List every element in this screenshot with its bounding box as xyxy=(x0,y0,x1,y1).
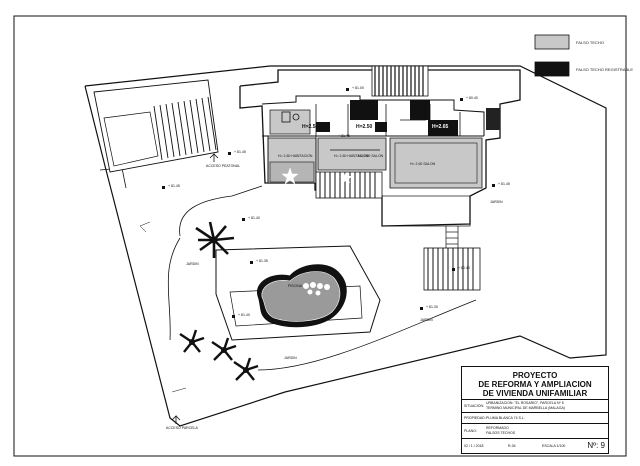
room-label: H= 2.60 SALON xyxy=(358,154,384,158)
garden-label: JARDIN xyxy=(284,356,297,360)
tree-symbols xyxy=(139,221,187,393)
ceiling-registrable-3 xyxy=(428,120,458,136)
plano-row: PLANO: REFORMADO FALSOS TECHOS xyxy=(462,423,608,438)
legend-label-falso-techo-registrable: FALSO TECHO REGISTRABLE xyxy=(576,67,634,72)
exterior-steps xyxy=(381,195,471,248)
sheet-number: Nº: 9 xyxy=(587,441,605,450)
legend-swatch-falso-techo-registrable xyxy=(534,61,570,77)
ceiling-registrable-1 xyxy=(350,100,378,120)
palm-tree-1 xyxy=(195,221,235,258)
ceiling-registrable-6 xyxy=(486,108,500,130)
situacion-value-2: TERMINO MUNICIPAL DE MARBELLA (MALAGA) xyxy=(486,406,565,410)
level-label: + 81.45 xyxy=(338,134,350,138)
title-block: PROYECTO DE REFORMA Y AMPLIACION DE VIVI… xyxy=(461,366,609,454)
lower-pergola xyxy=(315,171,383,199)
situacion-row: SITUACION: URBANIZACION: "EL ROSARIO", P… xyxy=(462,399,608,412)
situacion-value-1: URBANIZACION: "EL ROSARIO", PARCELA Nº 5 xyxy=(486,401,564,405)
scale-value: ESCALA 1/100 xyxy=(542,444,566,448)
level-markers xyxy=(162,88,495,318)
access-parcela-arrow xyxy=(171,415,181,424)
ceiling-room-salon xyxy=(389,137,483,189)
level-label: + 81.45 xyxy=(234,150,246,154)
garden-label: JARDIN xyxy=(420,318,433,322)
plano-value-1: REFORMADO xyxy=(486,426,509,430)
level-label: + 81.45 xyxy=(168,184,180,188)
level-label: + 81.00 xyxy=(352,86,364,90)
access-parcela-label: ACCESO PARCELA xyxy=(166,426,198,430)
access-peatonal-arrow xyxy=(209,153,219,162)
plano-label: PLANO: xyxy=(464,429,477,433)
sheet-code: R-04 xyxy=(508,444,516,448)
ceiling-registrable-4 xyxy=(316,122,330,132)
ceiling-registrable-2 xyxy=(410,100,430,120)
project-title-line-1: PROYECTO xyxy=(512,371,558,380)
ceiling-room-bedroom-2 xyxy=(317,137,387,171)
room-label: H= 2.60 HABITACION xyxy=(278,154,313,158)
garden-path-left xyxy=(167,237,181,341)
palm-tree-4 xyxy=(233,357,259,381)
top-pergola xyxy=(371,65,429,97)
level-label: + 81.40 xyxy=(238,313,250,317)
palm-tree-2 xyxy=(179,329,205,353)
level-label: + 81.40 xyxy=(248,216,260,220)
level-label: + 81.35 xyxy=(256,259,268,263)
room-height-label: H=2.50 xyxy=(302,124,319,130)
ceiling-room-bedroom-1-lower xyxy=(269,161,315,183)
legend-swatch-falso-techo xyxy=(534,34,570,50)
garden-label: JARDIN xyxy=(490,200,503,204)
project-title-line-2: DE REFORMA Y AMPLIACION xyxy=(478,380,592,389)
room-label: H= 2.60 SALON xyxy=(410,162,436,166)
level-label: + 80.40 xyxy=(458,266,470,270)
garden-path-top xyxy=(179,185,263,237)
footer-row: 02 / 1 / 2018 R-04 ESCALA 1/100 Nº: 9 xyxy=(462,438,608,453)
legend-label-falso-techo: FALSO TECHO xyxy=(576,40,604,45)
level-label: + 81.45 xyxy=(498,182,510,186)
ceiling-registrable-5 xyxy=(375,122,387,132)
plano-value-2: FALSOS TECHOS xyxy=(486,431,516,435)
access-peatonal-label: ACCESO PEATONAL xyxy=(206,164,241,168)
pool-label: PISCINA xyxy=(288,284,303,288)
room-label: H= 2.60 HABITACION xyxy=(334,154,369,158)
propiedad-row: PROPIEDAD: PLUMA BLANCA 74 S.L. xyxy=(462,412,608,423)
room-height-label: H=2.65 xyxy=(432,124,449,130)
star-marker-icon-2 xyxy=(340,172,352,183)
interior-walls xyxy=(267,104,461,183)
propiedad-label: PROPIEDAD: xyxy=(464,416,486,420)
parking-structure xyxy=(93,79,219,173)
situacion-label: SITUACION: xyxy=(464,404,485,408)
garden-label: JARDIN xyxy=(186,262,199,266)
date-value: 02 / 1 / 2018 xyxy=(464,444,484,448)
sheet-frame xyxy=(13,15,627,457)
plot-boundary xyxy=(84,65,607,427)
project-title-line-3: DE VIVIENDA UNIFAMILIAR xyxy=(482,389,588,398)
room-height-label: H=2.50 xyxy=(356,124,373,130)
ceiling-room-salon-inner xyxy=(394,142,478,184)
garden-path-bottom xyxy=(257,299,477,371)
pool-steps xyxy=(303,282,330,296)
project-title: PROYECTO DE REFORMA Y AMPLIACION DE VIVI… xyxy=(462,371,608,398)
palm-tree-3 xyxy=(211,337,237,361)
level-label: + 80.40 xyxy=(466,96,478,100)
propiedad-value: PLUMA BLANCA 74 S.L. xyxy=(486,416,525,420)
level-label: + 81.30 xyxy=(426,305,438,309)
star-marker-icon xyxy=(281,167,299,185)
